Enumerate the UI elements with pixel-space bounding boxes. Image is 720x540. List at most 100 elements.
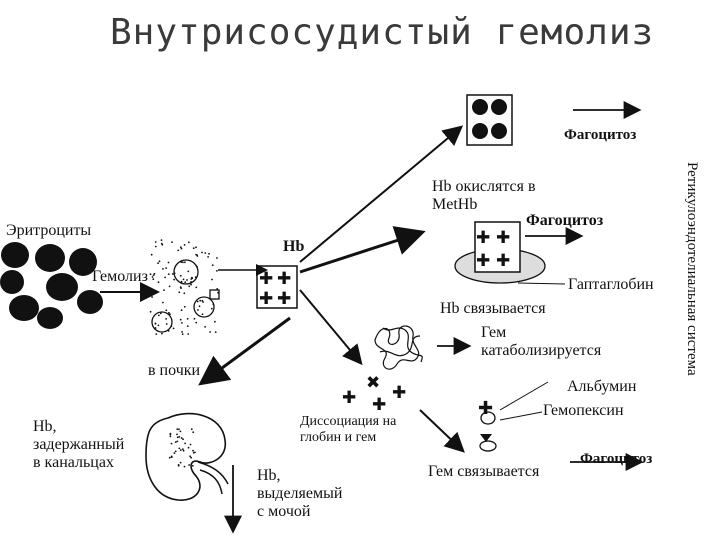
to-kidneys-label: в почки xyxy=(148,362,201,379)
hb-dot xyxy=(211,264,214,266)
hb-dot xyxy=(165,267,168,269)
to-methb-arrow xyxy=(299,125,464,263)
kidney-dot xyxy=(174,450,177,453)
hemopexin-label: Гемопексин xyxy=(543,402,624,419)
kidney-dot xyxy=(168,456,171,459)
hb-dot xyxy=(217,291,220,294)
hb-dot xyxy=(207,256,210,258)
svg-text:✚: ✚ xyxy=(342,388,356,408)
albumin-hemopexin-icon: ✚ xyxy=(478,398,497,452)
erythrocytes-label: Эритроциты xyxy=(6,222,92,239)
svg-text:✚: ✚ xyxy=(277,269,291,289)
kidney-dot xyxy=(194,451,196,454)
hb-dot xyxy=(173,272,176,275)
svg-text:✚: ✚ xyxy=(496,251,510,271)
kidney-dot xyxy=(179,449,182,451)
hb-dot xyxy=(170,325,173,328)
hb-dot xyxy=(171,273,174,275)
hb-dot xyxy=(163,289,165,291)
svg-text:✚: ✚ xyxy=(259,269,273,289)
kidney-dot xyxy=(190,428,193,431)
kidney-dot xyxy=(177,464,180,466)
hb-dot xyxy=(196,265,198,268)
kidney-dot xyxy=(181,448,184,450)
hb-dot xyxy=(181,331,184,333)
hb-dot xyxy=(152,274,155,276)
hb-dot xyxy=(186,279,188,281)
hb-dot xyxy=(179,318,182,321)
hb-dot xyxy=(183,292,186,295)
hb-dot xyxy=(182,278,185,281)
hb-dot xyxy=(152,278,155,281)
hb-dot xyxy=(180,247,183,250)
methb-box-icon xyxy=(466,94,513,146)
hb-dot xyxy=(179,286,182,288)
svg-text:✚: ✚ xyxy=(496,228,510,248)
hb-bound-label: Hb связывается xyxy=(440,300,546,317)
hb-dot xyxy=(182,261,184,264)
hb-dot xyxy=(178,291,181,294)
hb-dot xyxy=(208,252,210,255)
hb-dot xyxy=(157,281,160,284)
kidney-dot xyxy=(173,452,176,454)
hb-dot xyxy=(154,241,157,243)
kidney-dot xyxy=(178,436,181,438)
hb-dot xyxy=(195,253,198,256)
svg-text:✚: ✚ xyxy=(476,251,490,271)
hb-dot xyxy=(150,253,153,256)
kidney-dot xyxy=(176,433,178,436)
hb-dot xyxy=(173,278,176,281)
hb-dot xyxy=(187,333,190,335)
svg-text:✚: ✚ xyxy=(478,398,493,419)
hb-dot xyxy=(183,244,186,246)
hb-dot xyxy=(197,309,199,311)
hb-dot xyxy=(187,270,190,273)
hb-dot xyxy=(149,273,152,276)
hb-dot xyxy=(165,323,168,325)
hb-dot xyxy=(165,309,168,312)
hb-dot xyxy=(158,260,161,263)
albumin-label: Альбумин xyxy=(567,378,637,395)
globin-heme-fragments: ✚ ✖ ✚ ✚ xyxy=(342,373,406,415)
hb-dot xyxy=(161,332,163,335)
hb-dot xyxy=(154,327,157,329)
hb-dot xyxy=(186,318,189,320)
hb-excreted-label: Hb, выделяемый с мочой xyxy=(257,467,343,520)
hb-dot xyxy=(167,273,170,275)
hb-dot xyxy=(177,249,180,252)
kidney-dot xyxy=(178,447,181,450)
hb-dot xyxy=(162,301,164,304)
kidney-dot xyxy=(178,428,180,431)
svg-text:✚: ✚ xyxy=(392,383,406,403)
svg-text:✖: ✖ xyxy=(366,373,380,393)
hb-dot xyxy=(186,325,189,327)
hb-tetramer-icon: ✚✚ ✚✚ xyxy=(256,265,298,309)
hb-dot xyxy=(196,300,199,303)
hb-dot xyxy=(184,261,186,264)
haptoglobin-label: Гаптаглобин xyxy=(568,276,654,293)
hb-dot xyxy=(155,333,158,335)
hb-dot xyxy=(181,333,184,335)
hb-dot xyxy=(179,274,182,277)
hb-dot xyxy=(167,330,170,332)
phagocytosis-top-label: Фагоцитоз xyxy=(564,127,637,143)
hb-dot xyxy=(162,268,164,270)
hb-dot xyxy=(193,317,196,320)
kidney-dot xyxy=(183,465,186,468)
kidney-dot xyxy=(174,441,177,443)
hb-dot xyxy=(188,285,191,288)
kidney-dot xyxy=(169,432,172,435)
hb-dot xyxy=(195,246,197,249)
kidney-dot xyxy=(188,464,191,466)
hb-dot xyxy=(157,324,160,327)
hb-dot xyxy=(214,331,217,333)
hb-dot xyxy=(160,239,163,242)
hb-dot xyxy=(180,261,183,263)
lysed-cells-group xyxy=(151,259,220,333)
hb-dot xyxy=(199,299,202,302)
hb-dot xyxy=(157,314,160,317)
hb-dot xyxy=(168,285,171,288)
kidney-dot xyxy=(169,435,172,438)
hb-dot xyxy=(216,288,219,290)
kidney-dot xyxy=(170,442,173,445)
